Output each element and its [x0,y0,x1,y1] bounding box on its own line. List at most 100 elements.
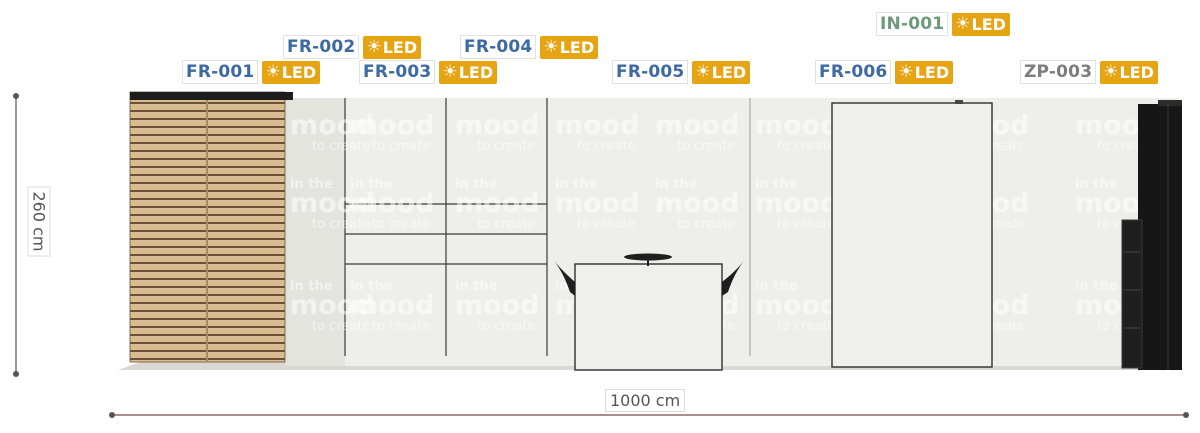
watermark-line3: to create [372,217,430,232]
tag-in-001[interactable]: IN-001 ☀LED [876,12,1010,36]
storage-door [1121,219,1143,369]
watermark-line2: mood [755,110,840,141]
led-text: LED [1119,62,1154,82]
sun-icon: ☀ [442,61,458,82]
tag-fr-004[interactable]: FR-004 ☀LED [460,35,599,59]
led-text: LED [914,62,950,82]
led-badge: ☀LED [692,60,751,84]
watermark-line3: to create [777,217,835,232]
dimension-endpoint [1183,412,1189,418]
watermark-line3: to create [677,139,735,154]
watermark-line2: mood [455,110,540,141]
sun-icon: ☀ [543,36,559,57]
watermark-line2: mood [755,188,840,219]
dimension-endpoint [13,371,19,377]
watermark-line3: to create [677,217,735,232]
watermark-line2: mood [350,188,435,219]
watermark-line2: mood [755,290,840,321]
tag-code: IN-001 [876,12,949,36]
tag-fr-005[interactable]: FR-005 ☀LED [612,60,751,84]
watermark-line2: mood [555,110,640,141]
tag-zp-003[interactable]: ZP-003 ☀LED [1020,60,1158,84]
watermark-line2: mood [555,188,640,219]
led-text: LED [711,62,747,82]
led-badge: ☀LED [1100,60,1158,84]
watermark-line1: in the [455,279,498,294]
watermark-line1: in the [350,177,393,192]
watermark-line1: in the [1075,177,1118,192]
dimension-endpoint [109,412,115,418]
led-badge: ☀LED [895,60,954,84]
watermark-line2: mood [455,188,540,219]
watermark-line3: to create [312,217,370,232]
watermark-line2: mood [655,188,740,219]
watermark-line3: to create [372,319,430,334]
chair-right [722,261,744,296]
sun-icon: ☀ [695,61,711,82]
watermark-line2: mood [290,110,375,141]
watermark-line2: mood [290,290,375,321]
tag-code: FR-001 [182,60,259,84]
sun-icon: ☀ [1103,61,1119,82]
watermark-line3: to create [372,139,430,154]
watermark-line2: mood [350,290,435,321]
tag-fr-002[interactable]: FR-002 ☀LED [283,35,422,59]
watermark-line3: to create [477,139,535,154]
watermark-line3: to create [777,139,835,154]
sun-icon: ☀ [898,61,914,82]
led-badge: ☀LED [262,60,321,84]
watermark-line1: in the [755,177,798,192]
height-dimension-label: 260 cm [27,186,51,257]
tag-fr-001[interactable]: FR-001 ☀LED [182,60,321,84]
led-text: LED [559,37,595,57]
sun-icon: ☀ [265,61,281,82]
watermark-line1: in the [455,177,498,192]
watermark-line2: mood [455,290,540,321]
watermark-line3: to create [477,319,535,334]
led-badge: ☀LED [952,12,1010,36]
led-text: LED [382,37,418,57]
watermark-line1: in the [755,279,798,294]
watermark-line3: to create [312,139,370,154]
tag-fr-003[interactable]: FR-003 ☀LED [359,60,498,84]
wall-panel-left [285,98,345,366]
led-text: LED [458,62,494,82]
tag-code: FR-003 [359,60,436,84]
tag-code: FR-006 [815,60,892,84]
watermark-line1: in the [290,279,333,294]
width-dimension-label: 1000 cm [605,389,686,412]
watermark-line3: to create [477,217,535,232]
watermark-line1: in the [1075,279,1118,294]
watermark-line1: in the [290,177,333,192]
right-side-wall [1138,104,1182,370]
tag-fr-006[interactable]: FR-006 ☀LED [815,60,954,84]
tag-code: FR-004 [460,35,537,59]
tag-code: FR-005 [612,60,689,84]
sun-icon: ☀ [955,13,971,34]
watermark-line1: in the [350,279,393,294]
watermark-line3: to create [312,319,370,334]
watermark-line1: in the [555,177,598,192]
watermark-line2: mood [290,188,375,219]
sun-icon: ☀ [366,36,382,57]
watermark-line3: to create [777,319,835,334]
led-badge: ☀LED [540,35,599,59]
led-badge: ☀LED [439,60,498,84]
watermark-line2: mood [350,110,435,141]
dimension-endpoint [13,93,19,99]
panel-top-light [955,100,963,104]
watermark-line1: in the [655,177,698,192]
watermark-line3: to create [577,139,635,154]
